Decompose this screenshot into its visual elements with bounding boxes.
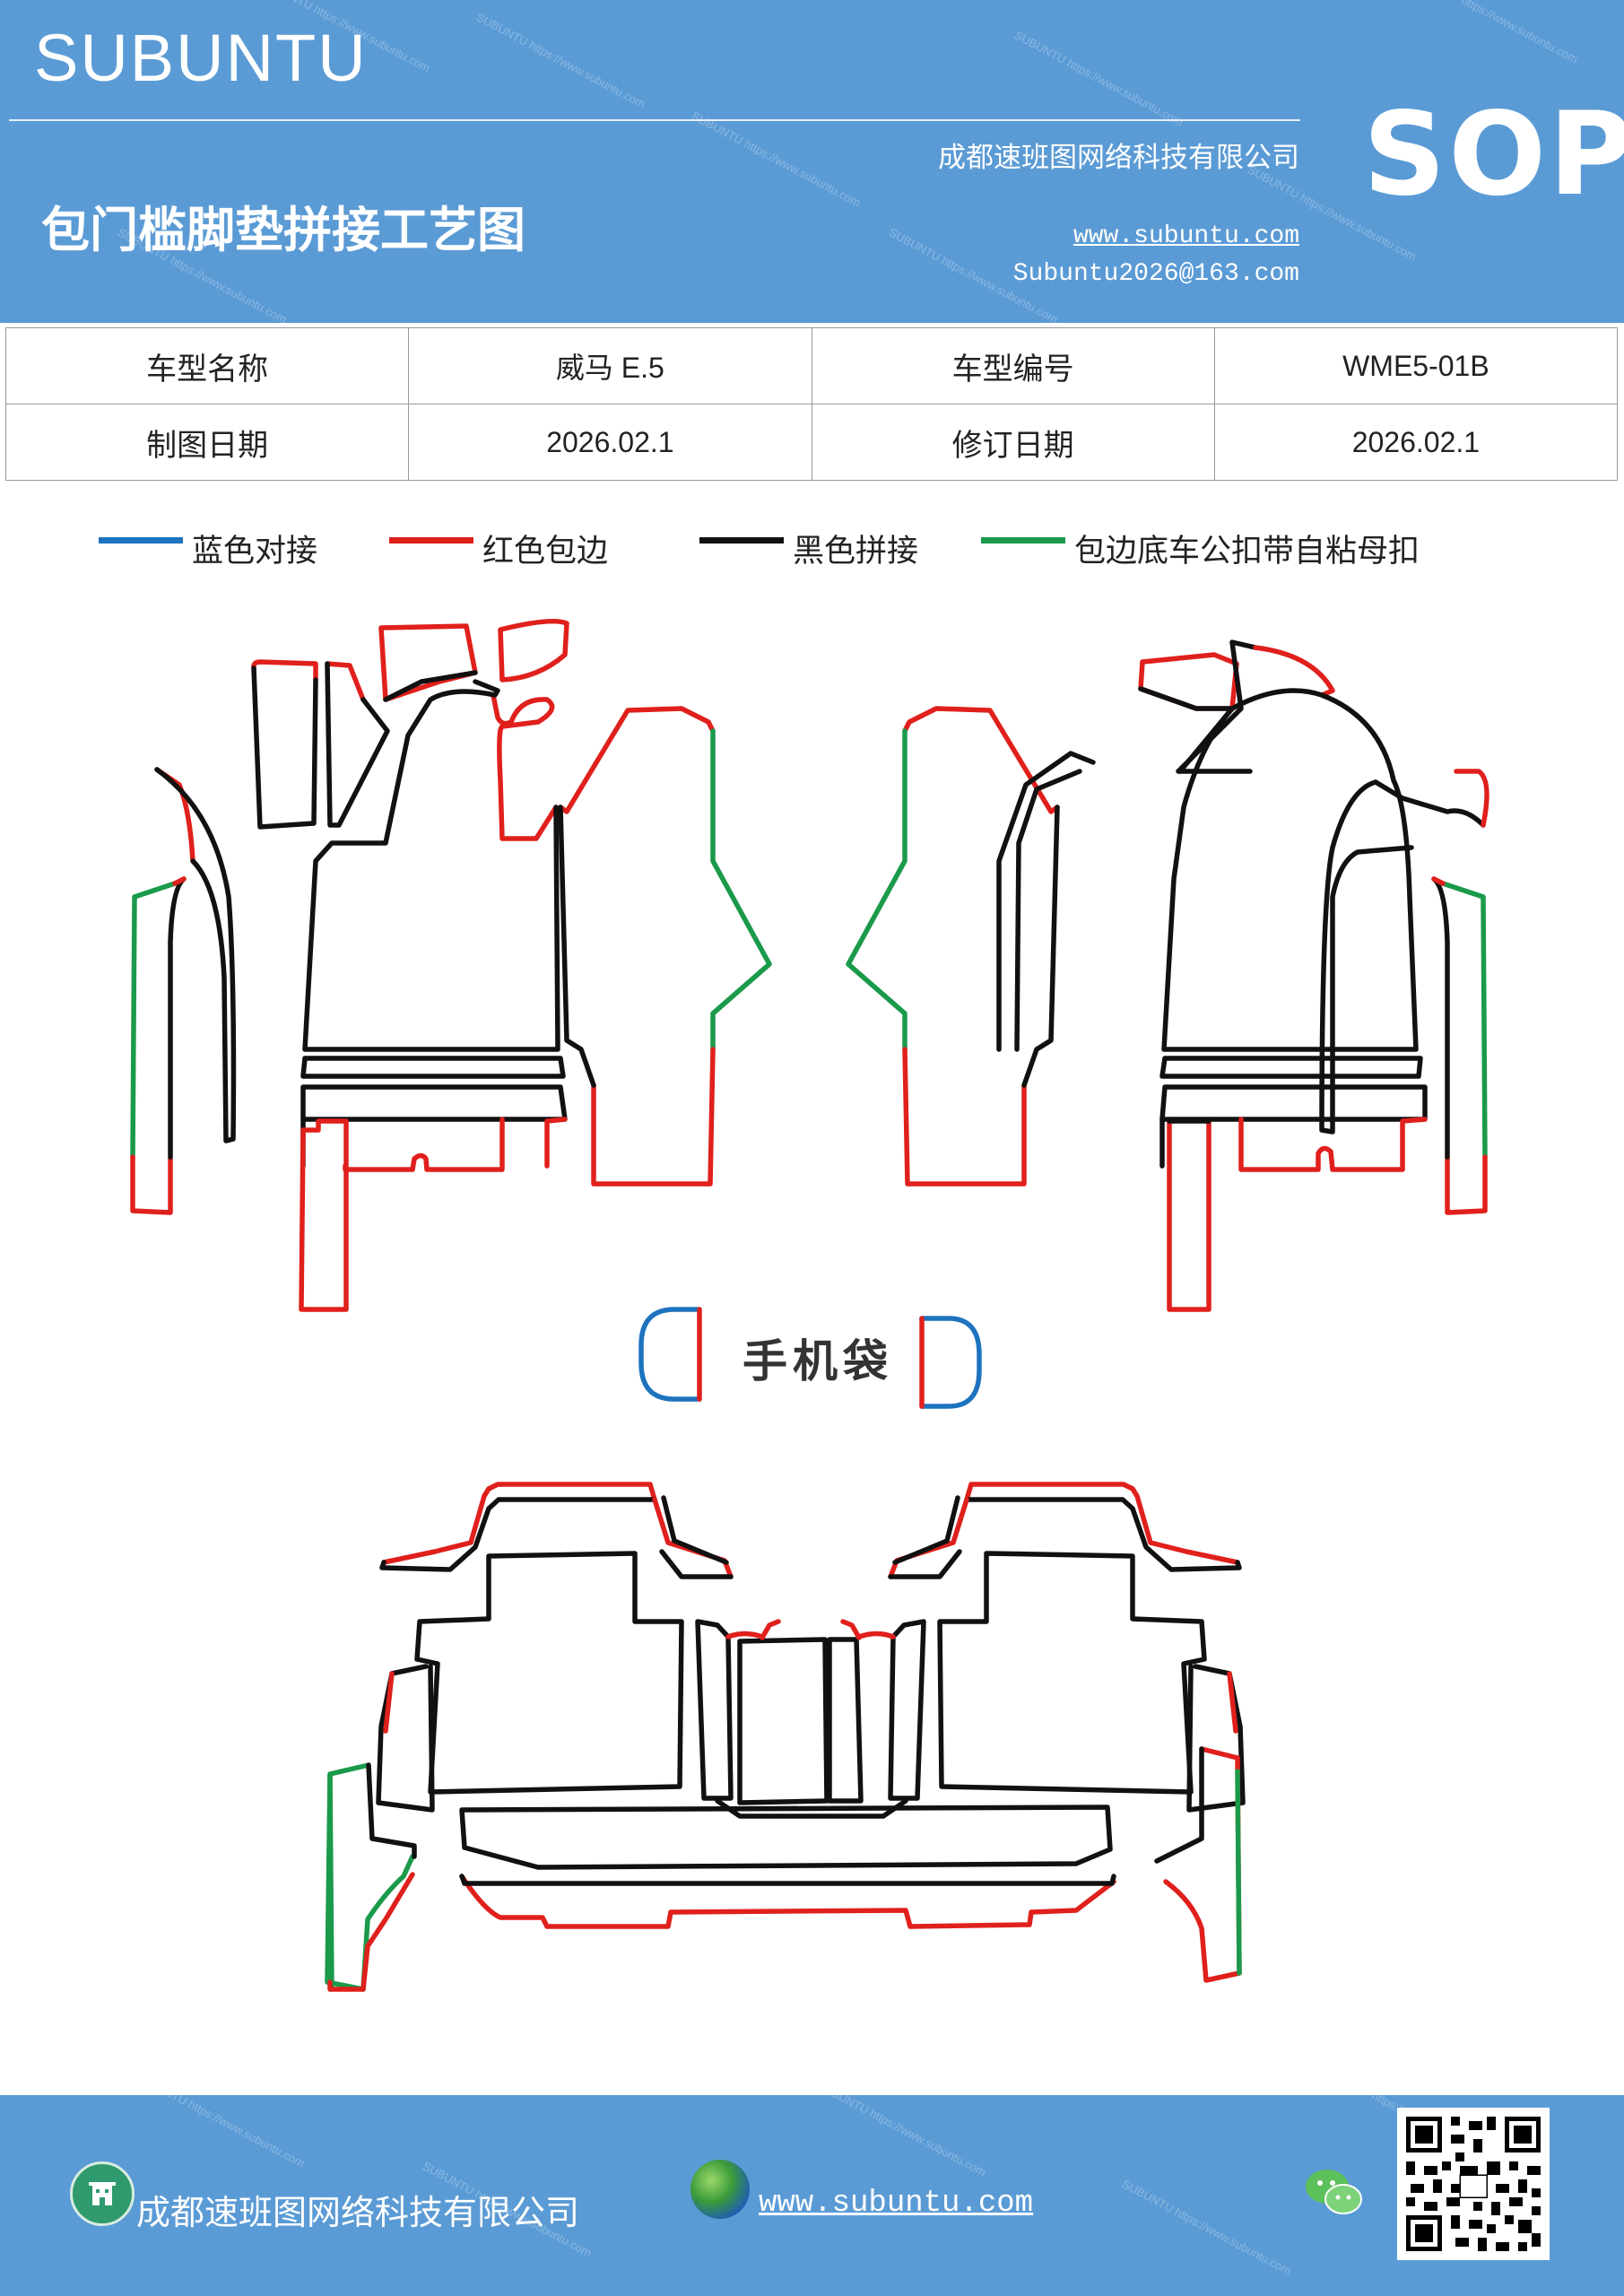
document-title: 包门槛脚垫拼接工艺图 bbox=[41, 202, 525, 258]
legend-swatch-red bbox=[389, 537, 473, 544]
table-row: 制图日期 2026.02.1 修订日期 2026.02.1 bbox=[4, 404, 1619, 481]
right-front-mat-set bbox=[846, 639, 1489, 1312]
legend-label: 包边底车公扣带自粘母扣 bbox=[1074, 534, 1420, 570]
globe-icon bbox=[690, 2160, 750, 2219]
company-name: 成都速班图网络科技有限公司 bbox=[938, 142, 1299, 174]
value-drawing-date: 2026.02.1 bbox=[408, 404, 812, 481]
label-revision-date: 修订日期 bbox=[811, 404, 1215, 481]
legend-swatch-green bbox=[981, 537, 1065, 544]
rear-mat-set bbox=[325, 1482, 1246, 1992]
legend: 蓝色对接 红色包边 黑色拼接 包边底车公扣带自粘母扣 bbox=[0, 526, 1624, 570]
legend-label: 蓝色对接 bbox=[192, 534, 318, 570]
website-link[interactable]: www.subuntu.com bbox=[1073, 222, 1299, 250]
footer-company-name: 成都速班图网络科技有限公司 bbox=[136, 2193, 580, 2232]
qr-code bbox=[1397, 2108, 1550, 2260]
label-drawing-date: 制图日期 bbox=[4, 404, 410, 481]
legend-swatch-black bbox=[699, 537, 784, 544]
left-front-mat-set bbox=[130, 618, 772, 1312]
label-model-code: 车型编号 bbox=[811, 327, 1215, 404]
brand-name: SUBUNTU bbox=[34, 21, 368, 95]
value-revision-date: 2026.02.1 bbox=[1213, 404, 1619, 481]
header-divider bbox=[9, 119, 1300, 121]
sop-label: SOP bbox=[1363, 88, 1624, 222]
footer-website-link[interactable]: www.subuntu.com bbox=[759, 2187, 1034, 2221]
watermark: SUBUNTU https://www.subuntu.com bbox=[133, 2095, 308, 2170]
building-icon bbox=[70, 2161, 135, 2226]
header-banner: SUBUNTU https://www.subuntu.com SUBUNTU … bbox=[0, 0, 1624, 323]
legend-label: 红色包边 bbox=[482, 534, 609, 570]
vehicle-info-table: 车型名称 威马 E.5 车型编号 WME5-01B 制图日期 2026.02.1… bbox=[4, 327, 1619, 481]
phone-bag-right bbox=[919, 1316, 982, 1409]
phone-bag-left bbox=[638, 1307, 702, 1402]
label-model-name: 车型名称 bbox=[4, 327, 410, 404]
wechat-icon[interactable] bbox=[1304, 2167, 1365, 2217]
legend-label: 黑色拼接 bbox=[793, 534, 919, 570]
mat-splicing-diagram bbox=[130, 618, 1489, 1992]
watermark: SUBUNTU https://www.subuntu.com bbox=[1119, 2177, 1294, 2278]
value-model-name: 威马 E.5 bbox=[408, 327, 812, 404]
phone-bag-label: 手机袋 bbox=[743, 1335, 893, 1387]
footer-banner: SUBUNTU https://www.subuntu.com SUBUNTU … bbox=[0, 2095, 1624, 2296]
table-row: 车型名称 威马 E.5 车型编号 WME5-01B bbox=[4, 327, 1619, 404]
value-model-code: WME5-01B bbox=[1213, 327, 1619, 404]
watermark: SUBUNTU https://www.subuntu.com bbox=[814, 2095, 989, 2179]
legend-swatch-blue bbox=[99, 537, 183, 544]
email-address: Subuntu2026@163.com bbox=[1012, 260, 1299, 288]
